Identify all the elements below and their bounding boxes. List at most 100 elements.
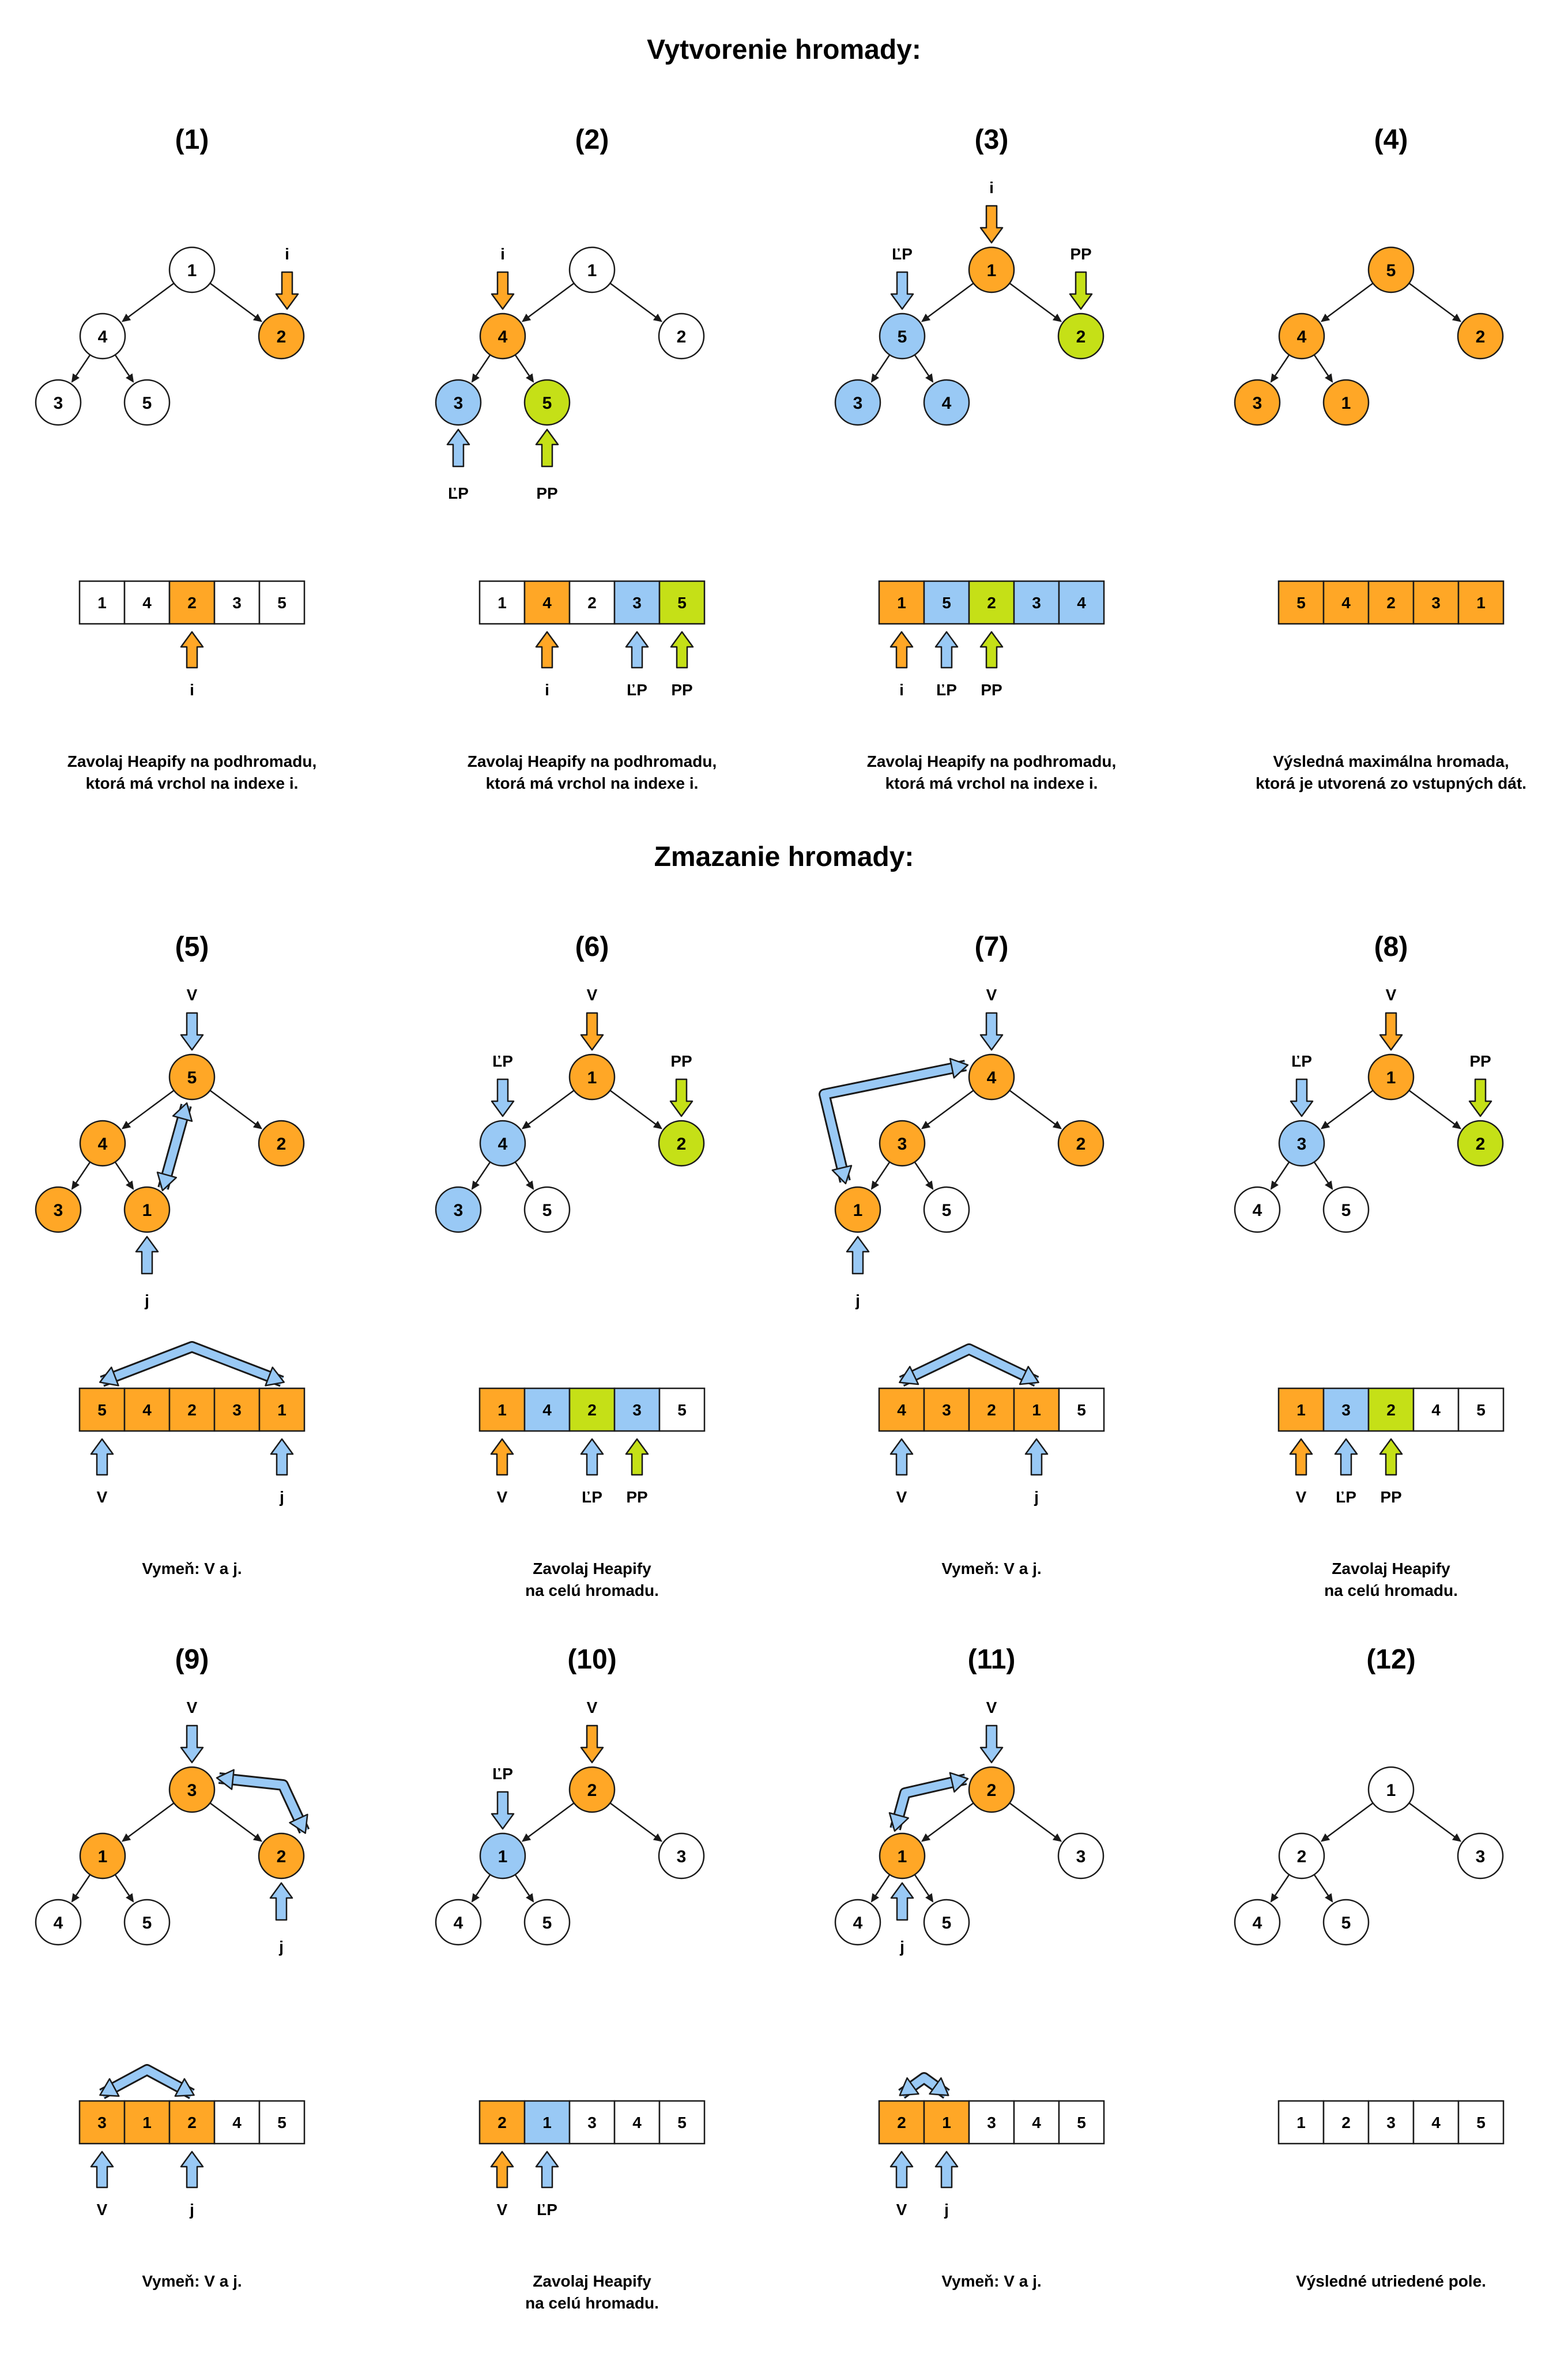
tree-node-value: 4 xyxy=(498,327,508,347)
tree-node-value: 4 xyxy=(498,1135,508,1154)
tree-node-value: 4 xyxy=(987,1068,997,1087)
tree-edge-arrowhead xyxy=(1270,373,1279,383)
tree-edge xyxy=(474,1874,491,1897)
array-pointer-arrow xyxy=(1024,1438,1049,1476)
tree-edge xyxy=(1313,1161,1330,1185)
array-cell-value: 4 xyxy=(1431,1401,1441,1419)
tree-node-value: 3 xyxy=(454,1201,463,1220)
array-cell-box xyxy=(613,1387,661,1432)
tree-node-value: 3 xyxy=(54,394,63,413)
tree-node-value: 1 xyxy=(987,261,997,280)
tree-node-circle xyxy=(123,1899,171,1946)
step-caption-line: Vymeň: V a j. xyxy=(142,1560,242,1577)
array-cell: 2 xyxy=(1367,580,1415,625)
array-cell-box xyxy=(523,1387,571,1432)
tree-node-circle xyxy=(1278,1120,1325,1167)
array-cell-value: 4 xyxy=(1032,2114,1041,2131)
array-cell-box xyxy=(168,1387,216,1432)
step-label: (7) xyxy=(975,932,1009,962)
array-cell-value: 4 xyxy=(1077,594,1086,612)
array-cell-value: 2 xyxy=(897,2114,906,2131)
step-caption-line: Zavolaj Heapify xyxy=(533,1560,651,1577)
tree-edge xyxy=(1408,1090,1457,1126)
tree-node: 5 xyxy=(123,1899,171,1946)
step-caption-line: Zavolaj Heapify na podhromadu, xyxy=(867,752,1117,770)
array-cell-value: 4 xyxy=(542,1401,552,1419)
tree-node: 1 xyxy=(968,246,1015,293)
array-cell-value: 5 xyxy=(277,594,287,612)
array-cell: 2 xyxy=(1367,1387,1415,1432)
array-cell-box xyxy=(1457,580,1505,625)
array-swap-arrow xyxy=(99,1341,285,1387)
array-cell: 4 xyxy=(523,1387,571,1432)
tree-node: 2 xyxy=(658,1120,705,1167)
array-cell-value: 1 xyxy=(897,594,906,612)
array-cell-value: 2 xyxy=(587,1401,597,1419)
tree-edge xyxy=(874,1161,891,1185)
array-cell-box xyxy=(658,2100,706,2145)
tree-pointer-arrow xyxy=(580,1724,604,1764)
array-cell-box xyxy=(213,1387,261,1432)
tree-node: 3 xyxy=(435,379,482,426)
array-cell-box xyxy=(1412,1387,1460,1432)
array-cell: 4 xyxy=(1412,2100,1460,2145)
section-title-build: Vytvorenie hromady: xyxy=(647,35,921,65)
array-cell: 4 xyxy=(123,1387,171,1432)
array-pointer-label: i xyxy=(545,681,549,699)
array-cell-value: 5 xyxy=(1476,2114,1486,2131)
tree-node-circle xyxy=(123,379,171,426)
tree-edge-arrowhead xyxy=(526,1893,534,1903)
tree-pointer-label: V xyxy=(587,1699,598,1716)
array-cell: 1 xyxy=(1457,580,1505,625)
tree-node-circle xyxy=(35,379,82,426)
tree-pointer: j xyxy=(890,1882,914,1956)
tree-edge-arrowhead xyxy=(471,373,480,383)
tree-node: 1 xyxy=(834,1186,881,1233)
array-cell-value: 3 xyxy=(587,2114,597,2131)
tree-node: 3 xyxy=(658,1832,705,1880)
array-pointer: PP xyxy=(1379,1438,1403,1506)
tree-node-value: 3 xyxy=(454,394,463,413)
tree-node-value: 5 xyxy=(1341,1201,1351,1220)
tree-node: 2 xyxy=(1278,1832,1325,1880)
tree-edge xyxy=(74,1874,91,1897)
tree-node-circle xyxy=(79,1832,126,1880)
tree-pointer-label: PP xyxy=(670,1052,692,1070)
array-cell-value: 3 xyxy=(632,594,642,612)
tree-edge xyxy=(514,354,531,378)
array-cell-box xyxy=(1013,580,1060,625)
tree-pointer: PP xyxy=(535,428,559,502)
tree-edge-arrowhead xyxy=(71,1180,80,1190)
tree-pointer-arrow xyxy=(669,1078,693,1117)
tree-edge-arrowhead xyxy=(526,1180,534,1190)
array-cell: 2 xyxy=(878,2100,925,2145)
array-cell-value: 2 xyxy=(987,1401,996,1419)
tree-node-value: 4 xyxy=(1253,1201,1262,1220)
step-label: (11) xyxy=(968,1644,1016,1675)
tree-node-value: 5 xyxy=(1341,1914,1351,1933)
array-cell-box xyxy=(923,2100,970,2145)
array-cell-box xyxy=(1058,1387,1105,1432)
array-cell: 5 xyxy=(1457,2100,1505,2145)
tree-node-circle xyxy=(523,1899,571,1946)
tree-node-circle xyxy=(923,1899,970,1946)
tree-node-circle xyxy=(1367,246,1415,293)
step-caption-line: ktorá má vrchol na indexe i. xyxy=(86,774,299,792)
array-pointer-arrow xyxy=(180,631,204,669)
array-pointer: V xyxy=(90,1438,114,1506)
array-cell: 2 xyxy=(968,1387,1015,1432)
array-pointer: j xyxy=(180,2151,204,2219)
tree-node-value: 3 xyxy=(1076,1847,1086,1866)
tree-pointer-label: PP xyxy=(1070,245,1091,263)
tree-edges xyxy=(1270,1802,1462,1903)
tree-edges xyxy=(1270,283,1462,383)
array-cell-value: 5 xyxy=(677,1401,687,1419)
tree-node-circle xyxy=(568,246,616,293)
tree-node-circle xyxy=(1234,379,1281,426)
tree-pointer-arrow xyxy=(491,271,515,310)
array-pointer: j xyxy=(934,2151,959,2219)
tree-pointer-label: V xyxy=(587,986,598,1004)
